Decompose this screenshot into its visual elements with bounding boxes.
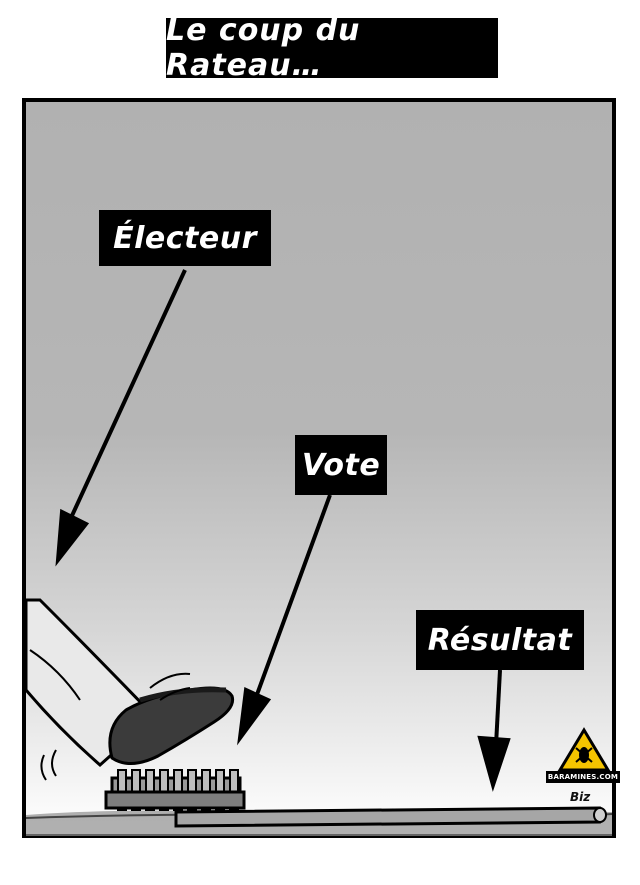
arrow-resultat xyxy=(477,669,511,792)
label-vote: Vote xyxy=(295,435,387,495)
warning-bug-icon xyxy=(557,727,611,772)
rake-handle xyxy=(174,806,606,828)
shoe-sole xyxy=(139,687,227,703)
shoe xyxy=(108,686,235,765)
artist-signature: Biz xyxy=(570,790,591,804)
label-resultat: Résultat xyxy=(416,610,584,670)
rake-head xyxy=(104,769,246,811)
watermark-site: BARAMINES.COM xyxy=(546,771,620,783)
arrow-vote xyxy=(237,494,332,746)
handle-end xyxy=(593,807,607,823)
arrow-electeur xyxy=(55,269,187,567)
label-electeur: Électeur xyxy=(99,210,271,266)
motion-lines xyxy=(40,672,191,781)
trouser-fold xyxy=(29,649,81,701)
cartoon-title: Le coup du Rateau… xyxy=(166,13,498,83)
